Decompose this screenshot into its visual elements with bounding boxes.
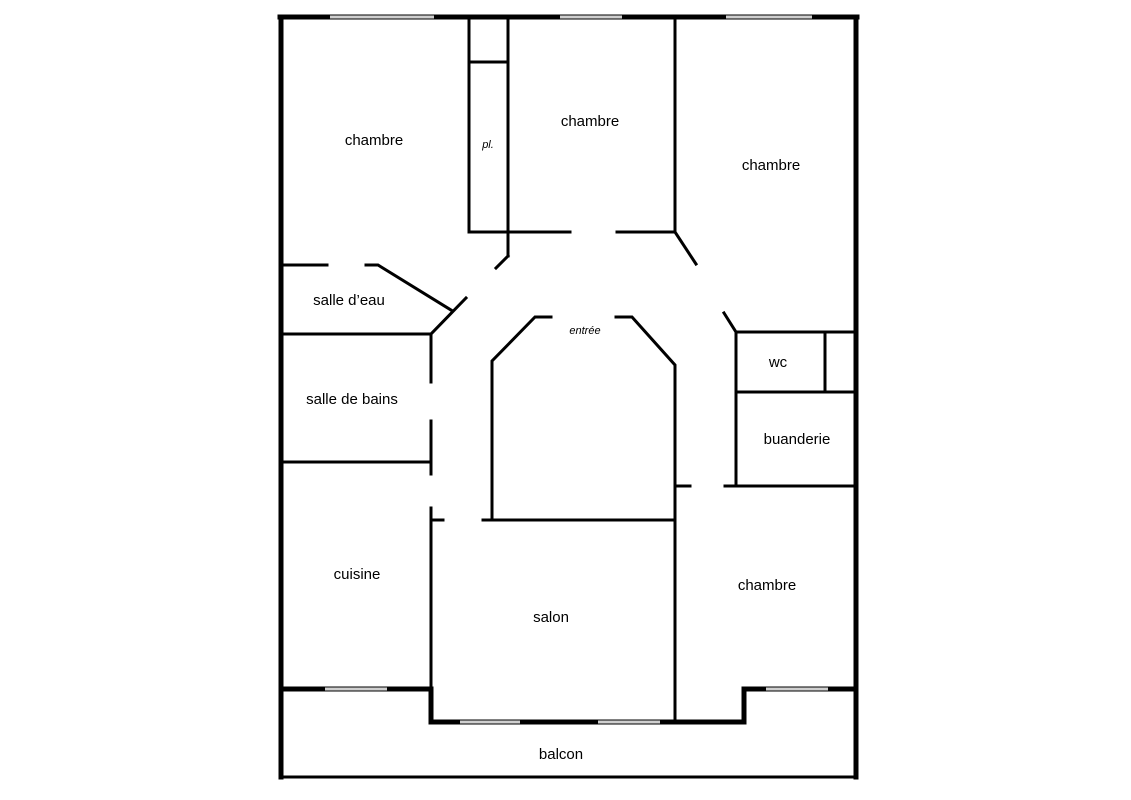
label-salle-d-eau: salle d’eau: [313, 292, 385, 309]
windows: [325, 15, 828, 724]
label-wc: wc: [768, 354, 788, 371]
label-cuisine: cuisine: [334, 566, 381, 583]
label-chambre-bottom-right: chambre: [738, 577, 796, 594]
room-labels: chambre pl. chambre chambre salle d’eau …: [306, 113, 830, 763]
label-balcon: balcon: [539, 746, 583, 763]
label-placard: pl.: [481, 139, 494, 151]
label-salon: salon: [533, 609, 569, 626]
label-chambre-top-right: chambre: [742, 157, 800, 174]
interior-walls: [279, 15, 858, 724]
label-chambre-top-left: chambre: [345, 132, 403, 149]
label-chambre-top-middle: chambre: [561, 113, 619, 130]
label-entree: entrée: [569, 325, 600, 337]
label-buanderie: buanderie: [764, 431, 831, 448]
label-salle-de-bains: salle de bains: [306, 391, 398, 408]
